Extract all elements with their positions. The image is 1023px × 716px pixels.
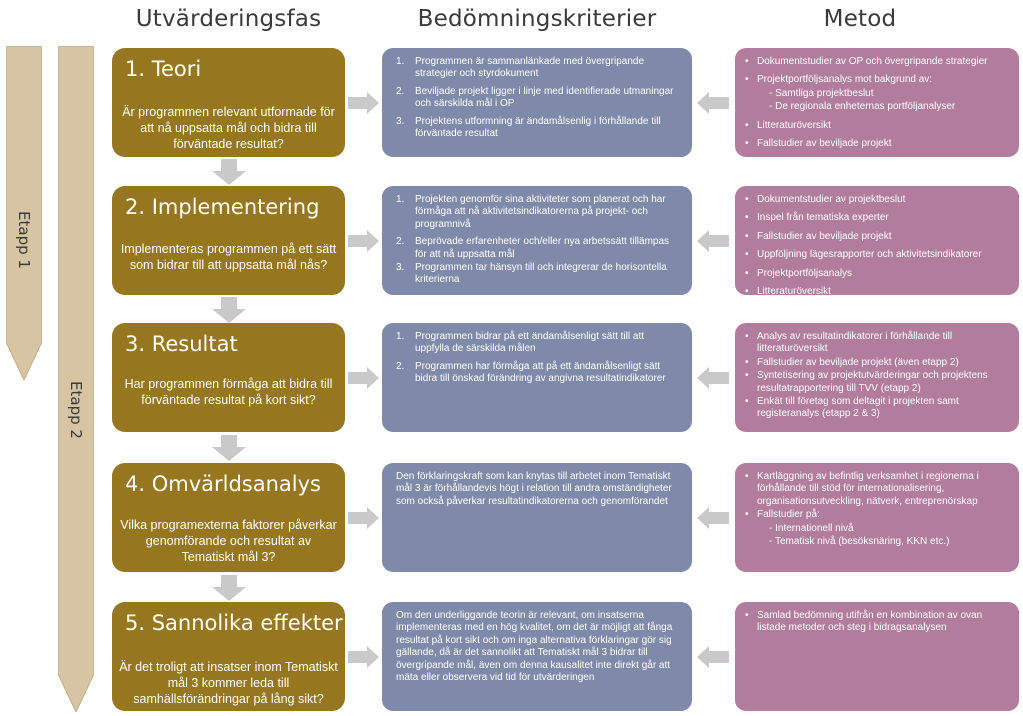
- criteria-item: 2.Programmen har förmåga att på ett ända…: [396, 360, 666, 385]
- method-item: •Samlad bedömning utifrån en kombination…: [745, 610, 983, 634]
- criteria-text: Om den underliggande teorin är relevant,…: [396, 610, 673, 684]
- method-box-environment-analysis: •Kartläggning av befintlig verksamhet i …: [735, 463, 1019, 572]
- method-item: •Fallstudier av beviljade projekt: [745, 138, 892, 150]
- phase-question: Implementeras programmen på ett sätt som…: [120, 242, 337, 272]
- etapp-2-label: Etapp 2: [67, 381, 85, 439]
- criteria-item: 1.Projekten genomför sina aktiviteter so…: [396, 194, 666, 230]
- criteria-item: 3.Projektens utformning är ändamålsenlig…: [396, 115, 661, 140]
- criteria-box-environment-analysis: Den förklaringskraft som kan knytas till…: [382, 463, 692, 572]
- arrow-right-icon: [348, 646, 379, 668]
- arrow-left-icon: [697, 646, 729, 668]
- method-item: •Projektportföljsanalys: [745, 267, 853, 279]
- header-method: Metod: [823, 6, 897, 32]
- header-assessment-criteria: Bedömningskriterier: [417, 6, 657, 32]
- method-item: •Fallstudier av beviljade projekt: [745, 230, 892, 242]
- method-subitem: - Internationell nivå: [769, 522, 854, 534]
- arrow-down-icon: [212, 575, 246, 601]
- criteria-text: Den förklaringskraft som kan knytas till…: [396, 471, 672, 507]
- method-subitem: - Samtliga projektbeslut: [769, 87, 874, 99]
- method-box-results: •Analys av resultatindikatorer i förhåll…: [735, 323, 1019, 432]
- phase-title: 3. Resultat: [125, 332, 238, 356]
- method-item: •Enkät till företag som deltagit i proje…: [745, 396, 959, 420]
- method-item: •Uppföljning lägesrapporter och aktivite…: [745, 249, 982, 261]
- method-item: •Dokumentstudier av projektbeslut: [745, 194, 906, 205]
- method-box-likely-effects: •Samlad bedömning utifrån en kombination…: [735, 602, 1019, 711]
- arrow-down-icon: [212, 159, 246, 185]
- criteria-box-implementation: 1.Projekten genomför sina aktiviteter so…: [382, 186, 692, 295]
- phase-question: Vilka programexterna faktorer påverkar g…: [120, 518, 337, 564]
- phase-title: 5. Sannolika effekter: [125, 611, 343, 635]
- phase-box-implementation: 2. Implementering Implementeras programm…: [112, 186, 345, 295]
- header-evaluation-phase: Utvärderingsfas: [135, 6, 322, 32]
- phase-box-theory: 1. Teori Är programmen relevant utformad…: [112, 48, 345, 157]
- method-item: •Kartläggning av befintlig verksamhet i …: [745, 471, 979, 507]
- arrow-down-icon: [212, 297, 246, 323]
- method-item: •Fallstudier på:: [745, 509, 820, 521]
- arrow-right-icon: [348, 367, 379, 389]
- phase-box-results: 3. Resultat Har programmen förmåga att b…: [112, 323, 345, 432]
- phase-question: Är programmen relevant utformade för att…: [122, 105, 335, 151]
- arrow-down-icon: [212, 435, 246, 461]
- method-item: •Analys av resultatindikatorer i förhåll…: [745, 331, 953, 355]
- arrow-left-icon: [697, 92, 729, 114]
- etapp-1-arrow: Etapp 1: [6, 46, 42, 380]
- phase-question: Är det troligt att insatser inom Tematis…: [119, 660, 338, 706]
- method-subitem: - Tematisk nivå (besöksnäring, KKN etc.): [769, 536, 950, 548]
- criteria-item: 2.Beviljade projekt ligger i linje med i…: [396, 85, 674, 110]
- phase-title: 4. Omvärldsanalys: [125, 472, 321, 496]
- arrow-right-icon: [348, 230, 379, 252]
- method-item: •Litteraturöversikt: [745, 286, 831, 298]
- phase-question: Har programmen förmåga att bidra till fö…: [124, 377, 333, 407]
- phase-box-likely-effects: 5. Sannolika effekter Är det troligt att…: [112, 602, 345, 711]
- method-box-implementation: •Dokumentstudier av projektbeslut •Inspe…: [735, 186, 1019, 298]
- criteria-item: 1.Programmen bidrar på ett ändamålsenlig…: [396, 331, 644, 355]
- arrow-left-icon: [697, 507, 729, 529]
- method-item: •Projektportföljsanalys mot bakgrund av:: [745, 74, 933, 86]
- arrow-left-icon: [697, 367, 729, 389]
- etapp-1-label: Etapp 1: [15, 211, 33, 269]
- method-subitem: - De regionala enheternas portföljanalys…: [769, 101, 956, 113]
- method-box-theory: •Dokumentstudier av OP och övergripande …: [735, 48, 1019, 157]
- phase-title: 1. Teori: [125, 57, 202, 81]
- arrow-right-icon: [348, 507, 379, 529]
- phase-title: 2. Implementering: [125, 195, 320, 219]
- method-item: •Inspel från tematiska experter: [745, 212, 889, 224]
- method-item: •Litteraturöversikt: [745, 119, 831, 131]
- method-item: •Fallstudier av beviljade projekt (även …: [745, 356, 959, 368]
- criteria-item: 2.Beprövade erfarenheter och/eller nya a…: [396, 236, 670, 260]
- arrow-left-icon: [697, 230, 729, 252]
- criteria-box-results: 1.Programmen bidrar på ett ändamålsenlig…: [382, 323, 692, 432]
- method-item: •Syntetisering av projektutvärderingar o…: [745, 370, 988, 394]
- criteria-box-likely-effects: Om den underliggande teorin är relevant,…: [382, 602, 692, 711]
- phase-box-environment-analysis: 4. Omvärldsanalys Vilka programexterna f…: [112, 463, 345, 572]
- arrow-right-icon: [348, 92, 379, 114]
- criteria-item: 1.Programmen är sammanlänkade med övergr…: [396, 56, 645, 80]
- criteria-box-theory: 1.Programmen är sammanlänkade med övergr…: [382, 48, 692, 157]
- criteria-item: 3.Programmen tar hänsyn till och integre…: [396, 262, 667, 286]
- method-item: •Dokumentstudier av OP och övergripande …: [745, 56, 988, 67]
- etapp-2-arrow: Etapp 2: [58, 46, 94, 712]
